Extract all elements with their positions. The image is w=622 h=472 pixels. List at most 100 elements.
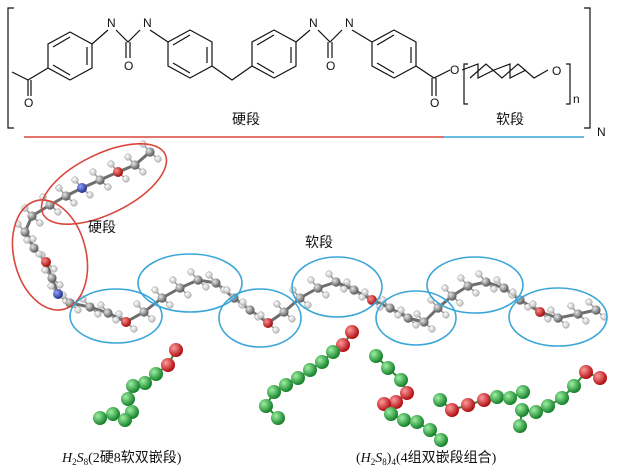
carbon-atom [245, 305, 255, 315]
soft-bead [529, 405, 543, 419]
hydrogen-atom [412, 321, 420, 329]
soft-bead [555, 391, 569, 405]
structural-formula [7, 7, 591, 129]
segment-outlines [11, 143, 608, 348]
hydrogen-atom [169, 276, 177, 284]
hydrogen-atom [47, 282, 55, 290]
hydrogen-atom [397, 306, 405, 314]
hydrogen-atom [567, 302, 575, 310]
formula-hard-segment-label: 硬段 [232, 112, 260, 128]
oxygen-atom [121, 317, 131, 327]
hydrogen-atom [41, 266, 49, 274]
hydrogen-atom [115, 310, 123, 318]
carbon-atom [20, 227, 30, 237]
hydrogen-atom [304, 301, 312, 309]
ring-3-inner-bonds [256, 34, 292, 74]
carbon-atom [139, 307, 149, 317]
carbon-atom [403, 313, 413, 323]
inner-right-bracket [566, 63, 571, 105]
carbon-atom [573, 309, 583, 319]
formula-atom-labels: N N O N N O O O O O n N [24, 16, 606, 139]
hydrogen-atom [56, 281, 64, 289]
hard-bead [161, 358, 175, 372]
repeat-count-n: n [573, 92, 580, 106]
soft-bead [118, 413, 132, 427]
hydrogen-atom [184, 291, 192, 299]
hydrogen-atom [582, 317, 590, 325]
hydrogen-atom [124, 153, 132, 161]
hydrogen-atom [272, 326, 280, 334]
hydrogen-atom [562, 321, 570, 329]
oxygen-atom [367, 295, 377, 305]
carbon-atom [433, 303, 443, 313]
carbon-atom [295, 293, 305, 303]
hydrogen-atom [70, 199, 78, 207]
hard-bead [389, 395, 403, 409]
urea-2-bonds [317, 29, 343, 43]
hydrogen-atom [493, 276, 501, 284]
hydrogen-atom [307, 276, 315, 284]
hydrogen-atom [257, 311, 265, 319]
hydrogen-atom [529, 300, 537, 308]
ester-carbonyl [431, 78, 437, 96]
urea-1-carbonyl [125, 42, 131, 58]
hard-bead [445, 403, 459, 417]
soft-bead [271, 411, 285, 425]
carbon-atom [157, 293, 167, 303]
hard-bead [593, 371, 607, 385]
hydrogen-atom [325, 270, 333, 278]
benzene-ring-1 [47, 31, 93, 81]
bond-ring1-N1 [91, 29, 109, 45]
hydrogen-atom [139, 168, 147, 176]
carbon-atom [211, 278, 221, 288]
soft-bead [291, 371, 305, 385]
oxygen-atom [113, 167, 123, 177]
hydrogen-atom [413, 310, 421, 318]
hard-bead [579, 365, 593, 379]
atom-o-left-carbonyl: O [24, 96, 33, 110]
soft-segment-outline-3 [218, 288, 302, 348]
nitrogen-atom [77, 183, 87, 193]
carbon-atom [279, 307, 289, 317]
repeat-count-N: N [597, 125, 606, 139]
bond-N2-ring2 [149, 29, 169, 43]
hydrogen-atom [544, 315, 552, 323]
carbon-atom [447, 291, 457, 301]
soft-bead [93, 411, 107, 425]
soft-bead [541, 399, 555, 413]
oxygen-atom [535, 307, 545, 317]
atom-n-1: N [107, 16, 116, 30]
hydrogen-atom [457, 274, 465, 282]
left-repeat-bracket [7, 7, 14, 129]
hydrogen-atom [23, 236, 31, 244]
carbon-atom [385, 303, 395, 313]
hydrogen-atom [239, 298, 247, 306]
hydrogen-atom [472, 289, 480, 297]
hydrogen-atom [55, 184, 63, 192]
soft-bead [513, 419, 527, 433]
soft-bead [433, 393, 447, 407]
atom-o-ether: O [552, 64, 561, 78]
ester-bond [415, 65, 451, 79]
hydrogen-atom [71, 176, 79, 184]
hydrogen-atom [475, 270, 483, 278]
carbon-atom [349, 285, 359, 295]
carbon-atom [499, 283, 509, 293]
bond-N4-ring4 [351, 29, 373, 43]
hydrogen-atom [273, 300, 281, 308]
urea-2-carbonyl [327, 42, 333, 58]
soft-bead [121, 392, 135, 406]
soft-bead [567, 379, 581, 393]
hard-segment-outline-2 [11, 199, 89, 311]
caption-h2s8: H2S8(2硬8软双嵌段) [61, 450, 182, 467]
soft-segment-outline-1 [69, 288, 163, 344]
hard-segment-outline-1 [40, 143, 168, 225]
benzene-ring-3 [251, 29, 297, 79]
hydrogen-atom [547, 306, 555, 314]
soft-bead [326, 345, 340, 359]
hydrogen-atom [509, 288, 517, 296]
hard-bead [169, 343, 183, 357]
carbon-atom [145, 147, 155, 157]
hydrogen-atom [361, 288, 369, 296]
model-soft-segment-label: 软段 [305, 235, 333, 251]
